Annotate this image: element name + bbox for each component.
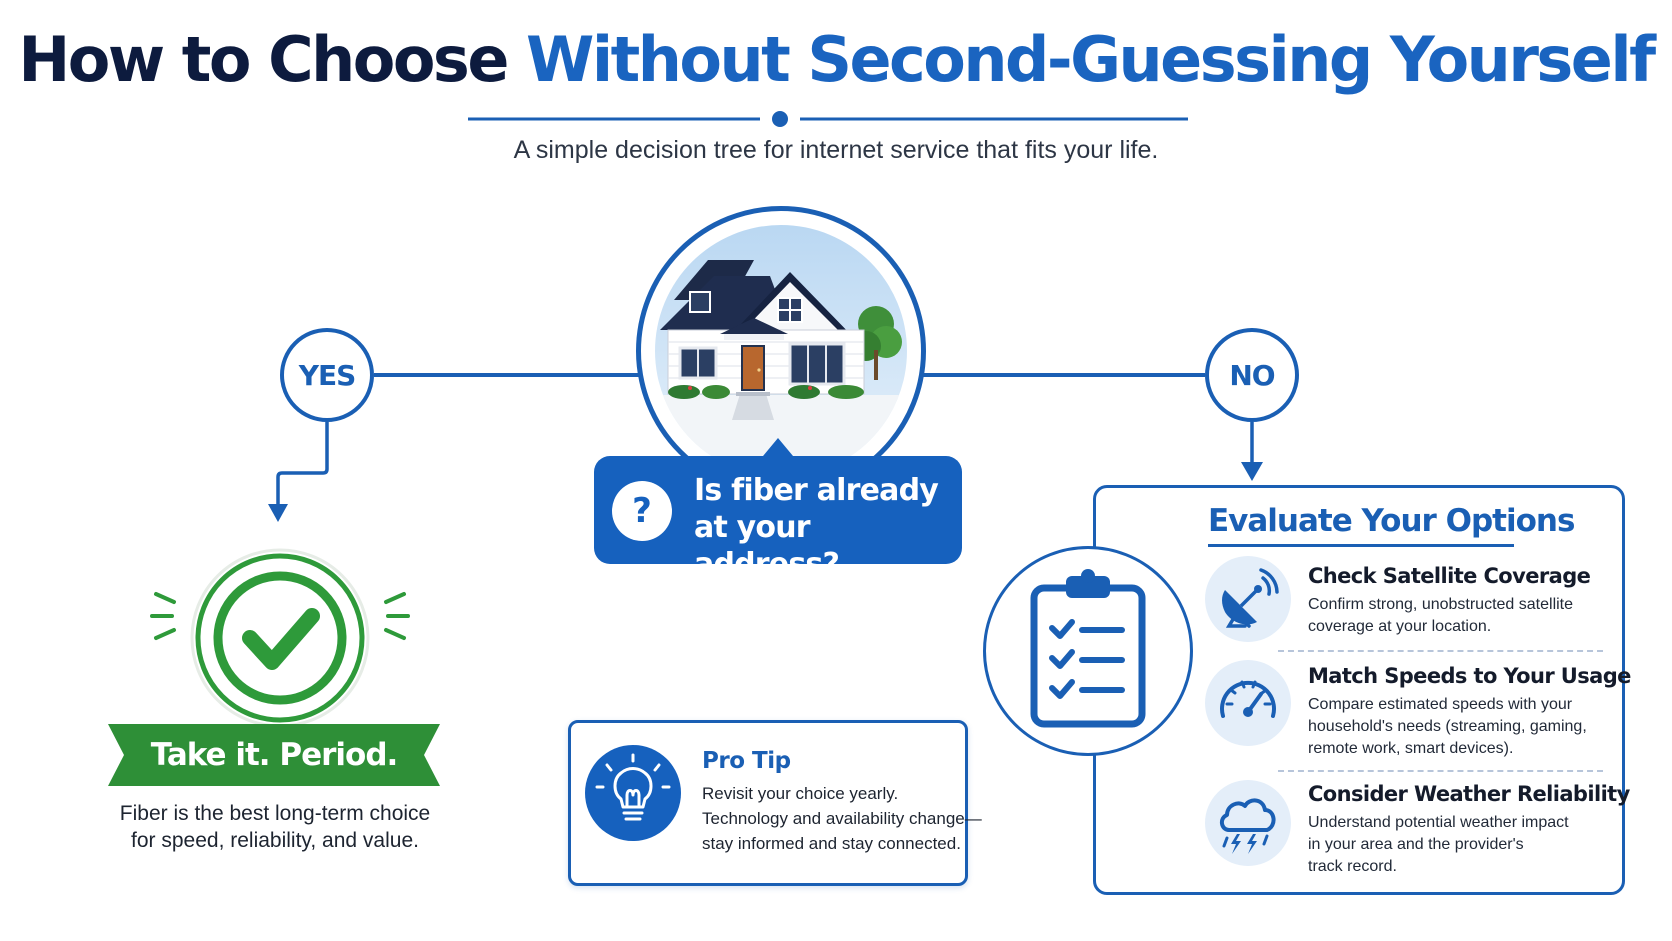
clipboard-checklist-icon [1030, 569, 1146, 728]
option-description: Confirm strong, unobstructed satellite c… [1308, 594, 1598, 638]
satellite-dish-icon [1222, 568, 1279, 628]
pro-tip-line: stay informed and stay connected. [702, 834, 961, 853]
option-heading: Match Speeds to Your Usage [1308, 664, 1631, 688]
yes-arrowhead [268, 504, 288, 522]
option-line: coverage at your location. [1308, 618, 1492, 635]
speedometer-icon [1220, 680, 1276, 718]
pro-tip-title: Pro Tip [702, 748, 791, 774]
question-line-1: Is fiber already [694, 473, 939, 508]
result-ribbon [108, 724, 440, 786]
option-line: Confirm strong, unobstructed satellite [1308, 596, 1574, 613]
option-line: in your area and the provider's [1308, 836, 1524, 853]
option-description: Understand potential weather impact in y… [1308, 812, 1598, 878]
yes-result-label: Take it. Period. [150, 737, 399, 773]
option-divider [1278, 770, 1603, 772]
title-underline [1208, 544, 1514, 547]
pro-tip-body: Revisit your choice yearly. Technology a… [702, 781, 982, 856]
option-heading: Check Satellite Coverage [1308, 564, 1591, 588]
pro-tip-line: Technology and availability change— [702, 809, 982, 828]
option-line: household's needs (streaming, gaming, [1308, 718, 1587, 735]
option-icon-wrap [1205, 780, 1291, 866]
option-divider [1278, 650, 1603, 652]
page-title: How to Choose Without Second-Guessing Yo… [0, 18, 1672, 102]
title-part-1: How to Choose [18, 23, 509, 96]
no-arrowhead [1241, 462, 1263, 481]
yes-desc-line-1: Fiber is the best long-term choice [119, 802, 431, 825]
question-mark-icon: ? [612, 481, 672, 541]
pro-tip-line: Revisit your choice yearly. [702, 784, 899, 803]
yes-down-arrow [276, 422, 329, 506]
title-divider [468, 111, 1188, 127]
yes-result-description: Fiber is the best long-term choice for s… [100, 800, 450, 854]
decision-question: Is fiber already at your address? [694, 472, 954, 583]
option-heading: Consider Weather Reliability [1308, 782, 1630, 806]
question-line-2: at your address? [694, 510, 840, 582]
option-line: Understand potential weather impact [1308, 814, 1569, 831]
yes-answer-circle[interactable]: YES [280, 328, 374, 422]
option-description: Compare estimated speeds with your house… [1308, 694, 1598, 760]
subtitle: A simple decision tree for internet serv… [513, 136, 1159, 164]
no-answer-circle[interactable]: NO [1205, 328, 1299, 422]
lightbulb-icon [585, 745, 681, 841]
title-part-2: Without Second-Guessing Yourself [525, 23, 1656, 96]
option-icon-wrap [1205, 660, 1291, 746]
yes-desc-line-2: for speed, reliability, and value. [131, 829, 419, 852]
no-label: NO [1229, 358, 1275, 392]
checkmark-icon [150, 548, 410, 728]
yes-label: YES [298, 358, 357, 392]
option-line: Compare estimated speeds with your [1308, 696, 1573, 713]
option-line: track record. [1308, 858, 1397, 875]
option-line: remote work, smart devices). [1308, 740, 1514, 757]
evaluate-options-title: Evaluate Your Options [1208, 503, 1575, 539]
storm-cloud-icon [1220, 798, 1276, 854]
option-icon-wrap [1205, 556, 1291, 642]
